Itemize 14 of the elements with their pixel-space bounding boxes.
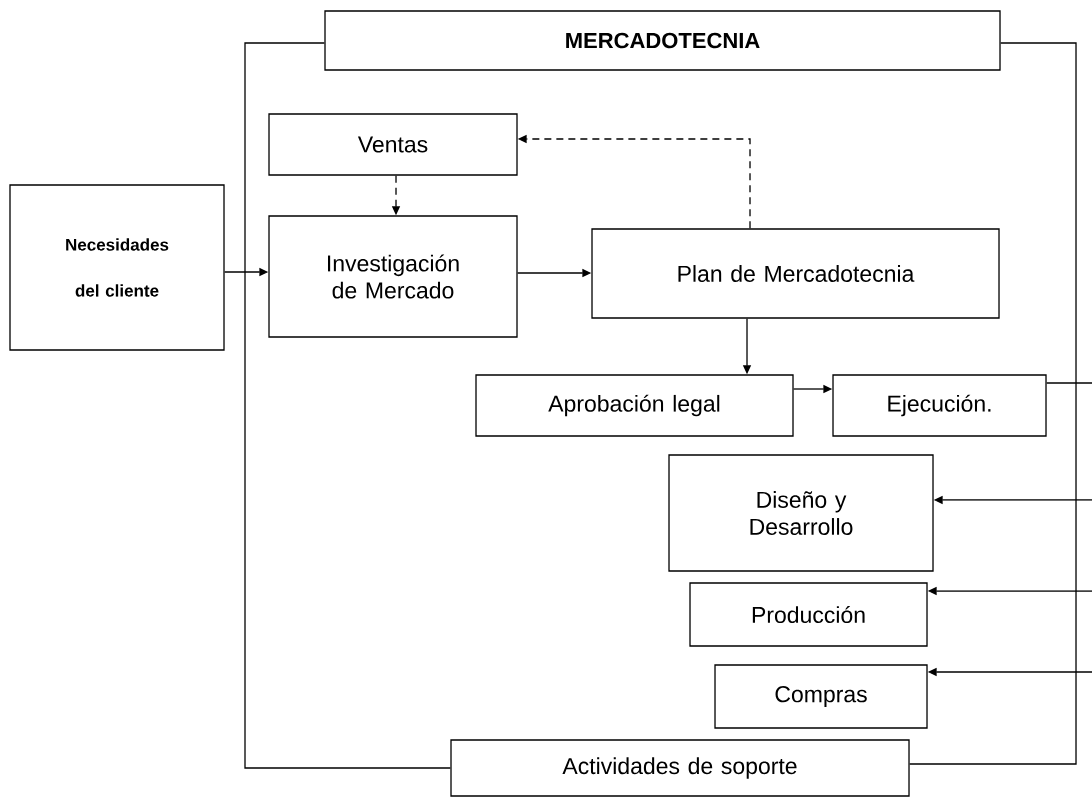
connector-line <box>1046 382 1092 384</box>
process-box: Actividades de soporte <box>450 739 910 797</box>
process-box: Producción <box>689 582 928 647</box>
process-box: Plan de Mercadotecnia <box>591 228 1000 319</box>
process-box: Diseño y Desarrollo <box>668 454 934 572</box>
process-box: Compras <box>714 664 928 729</box>
process-box: Ventas <box>268 113 518 176</box>
process-box: Necesidades del cliente <box>9 184 225 351</box>
connector-line <box>909 42 1077 765</box>
process-box: Ejecución. <box>832 374 1047 437</box>
connector-line <box>244 42 451 769</box>
process-box: Aprobación legal <box>475 374 794 437</box>
process-box: Investigación de Mercado <box>268 215 518 338</box>
title-box: MERCADOTECNIA <box>324 10 1001 71</box>
